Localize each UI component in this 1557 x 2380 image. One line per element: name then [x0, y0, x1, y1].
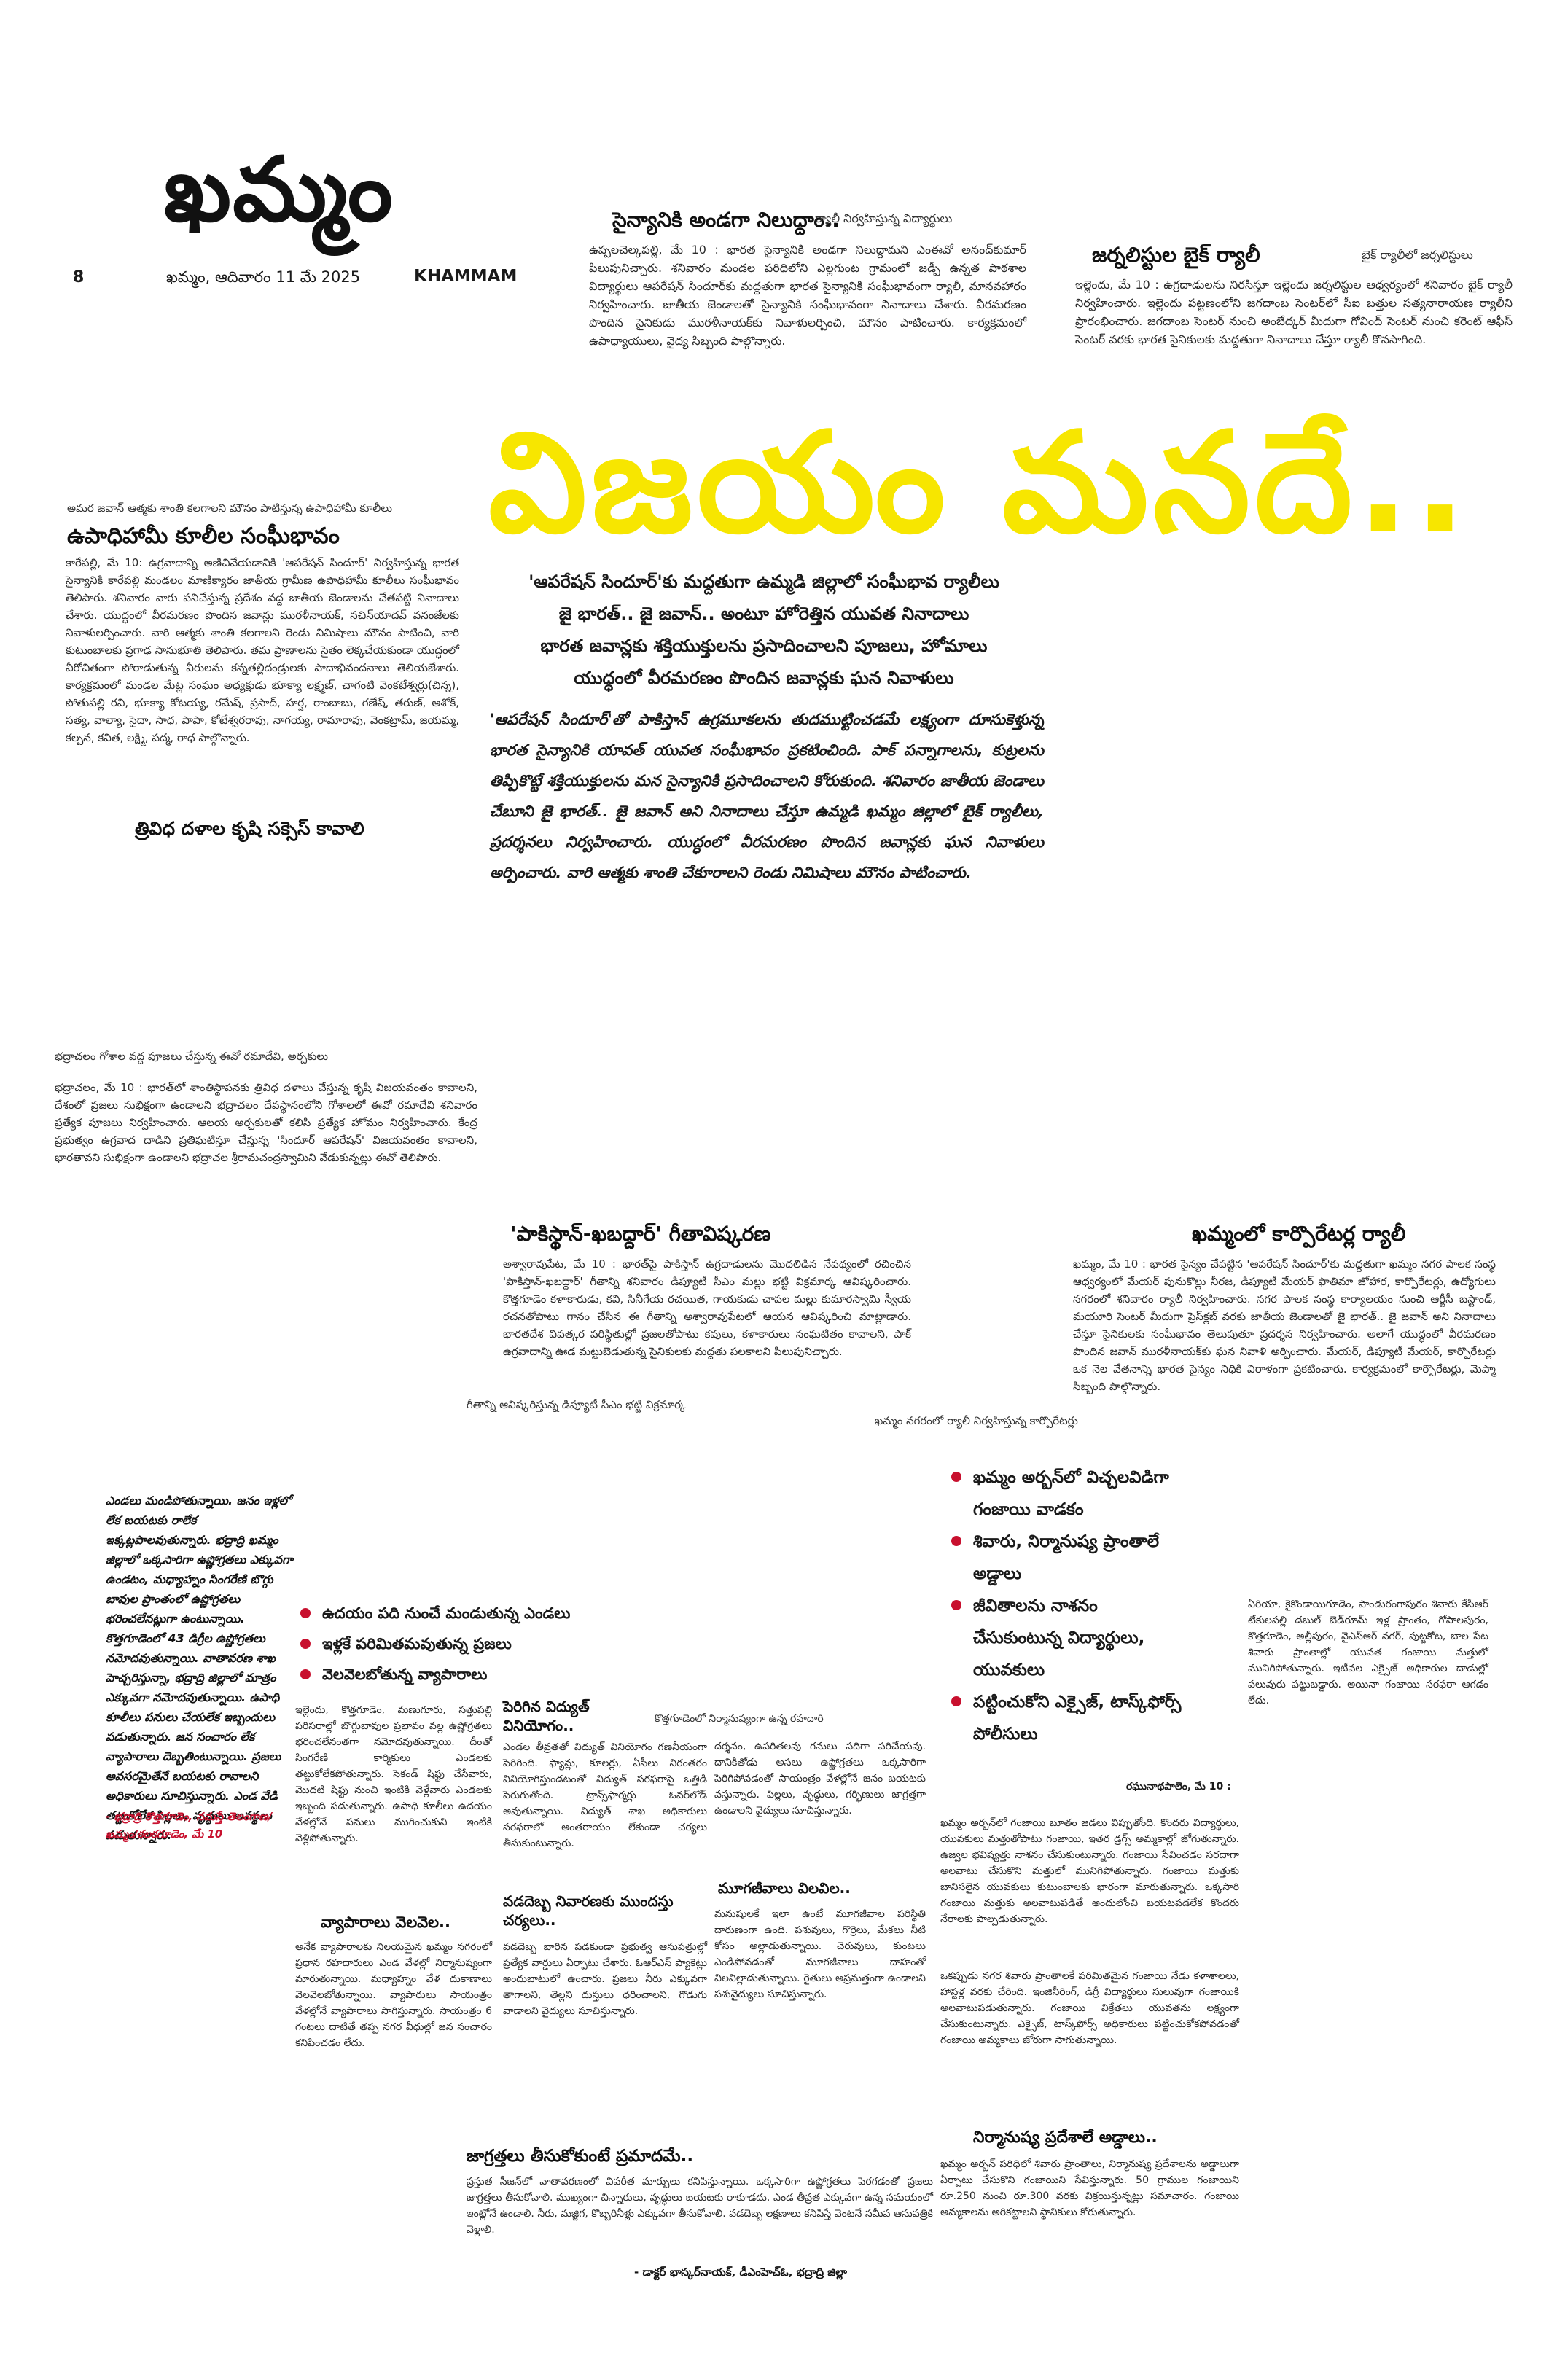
army-headline: సైన్యానికి అండగా నిలుద్దాం..	[612, 208, 840, 232]
geetha-caption: గీతాన్ని ఆవిష్కరిస్తున్న డిప్యూటీ సీఎం భ…	[467, 1398, 687, 1411]
ganja-col1: ఖమ్మం అర్బన్‌లో గంజాయి బూతం జడలు విప్పుత…	[940, 1817, 1239, 1925]
heat-bullets: ఉదయం పది నుంచే మండుతున్న ఎండలు ఇళ్లకే పర…	[300, 1598, 606, 1690]
subhead-1: 'ఆపరేషన్ సిందూర్'కు మద్దతుగా ఉమ్మడి జిల్…	[528, 571, 999, 592]
corporators-body: ఖమ్మం, మే 10 : భారత సైన్యం చేపట్టిన 'ఆపర…	[1073, 1257, 1496, 1393]
heat-col3b: మనుషులకే ఇలా ఉంటే మూగజీవాల పరిస్థితి దార…	[714, 1908, 926, 2000]
precaution-credit: - డాక్టర్ భాస్కర్‌నాయక్, డీఎంహెచ్ఓ, భద్ర…	[634, 2266, 847, 2279]
corporators-headline: ఖమ్మంలో కార్పొరేటర్ల ర్యాలీ	[1192, 1222, 1406, 1246]
journalists-caption: బైక్ ర్యాలీలో జర్నలిస్టులు	[1362, 248, 1473, 262]
heat-bullet-2: ఇళ్లకే పరిమితమవుతున్న ప్రజలు	[300, 1628, 606, 1659]
masthead-title: ఖమ్మం	[164, 138, 394, 241]
ganja-col3-head: నిర్మానుష్య ప్రదేశాలే అడ్డాలు..	[973, 2129, 1158, 2147]
ganja-bullet-1: ఖమ్మం అర్బన్‌లో విచ్చలవిడిగా గంజాయి వాడక…	[951, 1462, 1185, 1526]
upadhi-caption: అమర జవాన్ ఆత్మకు శాంతి కలగాలని మౌనం పాటి…	[67, 502, 393, 515]
heat-col1b: అనేక వ్యాపారాలకు నిలయమైన ఖమ్మం నగరంలో ప్…	[295, 1941, 492, 2049]
precaution-headline: జాగ్రత్తలు తీసుకోకుంటే ప్రమాదమే..	[467, 2147, 694, 2166]
heat-col1-head: వ్యాపారాలు వెలవెల..	[321, 1913, 451, 1931]
edition-name: KHAMMAM	[414, 267, 518, 286]
army-caption: ర్యాలీ నిర్వహిస్తున్న విద్యార్థులు	[815, 211, 953, 225]
geetha-headline: 'పాకిస్థాన్-ఖబద్దార్' గీతావిష్కరణ	[510, 1222, 771, 1246]
date-line: ఖమ్మం, ఆదివారం 11 మే 2025	[166, 268, 361, 286]
heat-sidebar: ఎండలు మండిపోతున్నాయి. జనం ఇళ్లలో లేక బయట…	[106, 1494, 293, 1842]
subhead-2: జై భారత్.. జై జవాన్.. అంటూ హోరెత్తిన యువ…	[558, 604, 969, 624]
page-number: 8	[73, 268, 85, 286]
subhead-4: యుద్ధంలో వీరమరణం పొందిన జవాన్లకు ఘన నివా…	[574, 668, 954, 688]
heat-col3: దర్శనం, ఉపరితలవు గనులు సదిగా పరిచేయవు. ద…	[714, 1741, 926, 1817]
ganja-bullets: ఖమ్మం అర్బన్‌లో విచ్చలవిడిగా గంజాయి వాడక…	[951, 1462, 1185, 1750]
army-body: ఉప్పలచెల్కపల్లి, మే 10 : భారత సైన్యానికి…	[589, 243, 1026, 348]
heat-col1: ఇల్లెందు, కొత్తగూడెం, మణుగూరు, సత్తుపల్ల…	[295, 1704, 492, 1844]
trividha-caption: భద్రాచలం గోశాల వద్ద పూజలు చేస్తున్న ఈవో …	[55, 1050, 329, 1063]
precaution-body: ప్రస్తుత సీజన్‌లో వాతావరణంలో విపరీత మార్…	[467, 2176, 933, 2236]
journalists-body: ఇల్లెందు, మే 10 : ఉగ్రదాడులను నిరసిస్తూ …	[1075, 278, 1513, 346]
main-subheads: 'ఆపరేషన్ సిందూర్'కు మద్దతుగా ఉమ్మడి జిల్…	[487, 566, 1041, 694]
heat-sidebar-credit: - భద్రాద్రి కొత్తగూడెం, నమస్తే తెలంగాణ/ …	[106, 1810, 273, 1841]
upadhi-headline: ఉపాధిహామీ కూలీల సంఘీభావం	[67, 523, 340, 549]
ganja-dateline: రఘునాథపాలెం, మే 10 :	[1126, 1781, 1231, 1792]
heat-col3-head: మూగజీవాలు విలవిల..	[718, 1879, 851, 1897]
trividha-headline: త్రివిధ దళాల కృషి సక్సెస్ కావాలి	[135, 818, 364, 839]
corporators-caption: ఖమ్మం నగరంలో ర్యాలీ నిర్వహిస్తున్న కార్ప…	[875, 1414, 1078, 1427]
heat-col2: ఎండల తీవ్రతతో విద్యుత్ వినియోగం గణనీయంగా…	[503, 1741, 707, 1849]
heat-col2-head: పెరిగిన విద్యుత్ వినియోగం..	[503, 1698, 590, 1734]
ganja-col4: ఏరియా, కైకొండాయిగూడెం, పాండురంగాపురం శివ…	[1248, 1599, 1488, 1706]
heat-bullet-1: ఉదయం పది నుంచే మండుతున్న ఎండలు	[300, 1598, 606, 1628]
ganja-col3: ఖమ్మం అర్బన్ పరిధిలో శివారు ప్రాంతాలు, న…	[940, 2158, 1239, 2218]
subhead-3: భారత జవాన్లకు శక్తియుక్తులను ప్రసాదించాల…	[540, 636, 988, 656]
ganja-bullet-2: శివారు, నిర్మానుష్య ప్రాంతాలే అడ్డాలు	[951, 1526, 1185, 1590]
ganja-bullet-3: జీవితాలను నాశనం చేసుకుంటున్న విద్యార్థుల…	[951, 1590, 1185, 1686]
heat-col2-head2: వడదెబ్బ నివారణకు ముందస్తు చర్యలు..	[503, 1892, 674, 1929]
heat-col2b: వడదెబ్బ బారిన పడకుండా ప్రభుత్వ ఆసుపత్రుల…	[503, 1941, 707, 2017]
heat-bullet-3: వెలవెలబోతున్న వ్యాపారాలు	[300, 1659, 606, 1690]
trividha-body: భద్రాచలం, మే 10 : భారత్‌లో శాంతిస్థాపనకు…	[55, 1081, 477, 1164]
journalists-headline: జర్నలిస్టుల బైక్ ర్యాలీ	[1092, 243, 1260, 267]
upadhi-body: కారేపల్లి, మే 10: ఉగ్రవాదాన్ని అణిచివేయడ…	[66, 556, 459, 744]
ganja-bullet-4: పట్టించుకోని ఎక్సైజ్, టాస్క్‌ఫోర్స్ పోలీ…	[951, 1686, 1185, 1750]
geetha-body: అశ్వారావుపేట, మే 10 : భారత్‌పై పాకిస్తాన…	[503, 1257, 911, 1358]
main-lead: 'ఆపరేషన్ సిందూర్'తో పాకిస్తాన్ ఉగ్రమూకలన…	[490, 711, 1044, 881]
ganja-col2: ఒకప్పుడు నగర శివారు ప్రాంతాలకే పరిమితమైన…	[940, 1970, 1239, 2046]
main-headline: విజయం మనదే..	[488, 402, 1471, 563]
heat-photo-caption: కొత్తగూడెంలో నిర్మానుష్యంగా ఉన్న రహదారి	[655, 1713, 824, 1725]
